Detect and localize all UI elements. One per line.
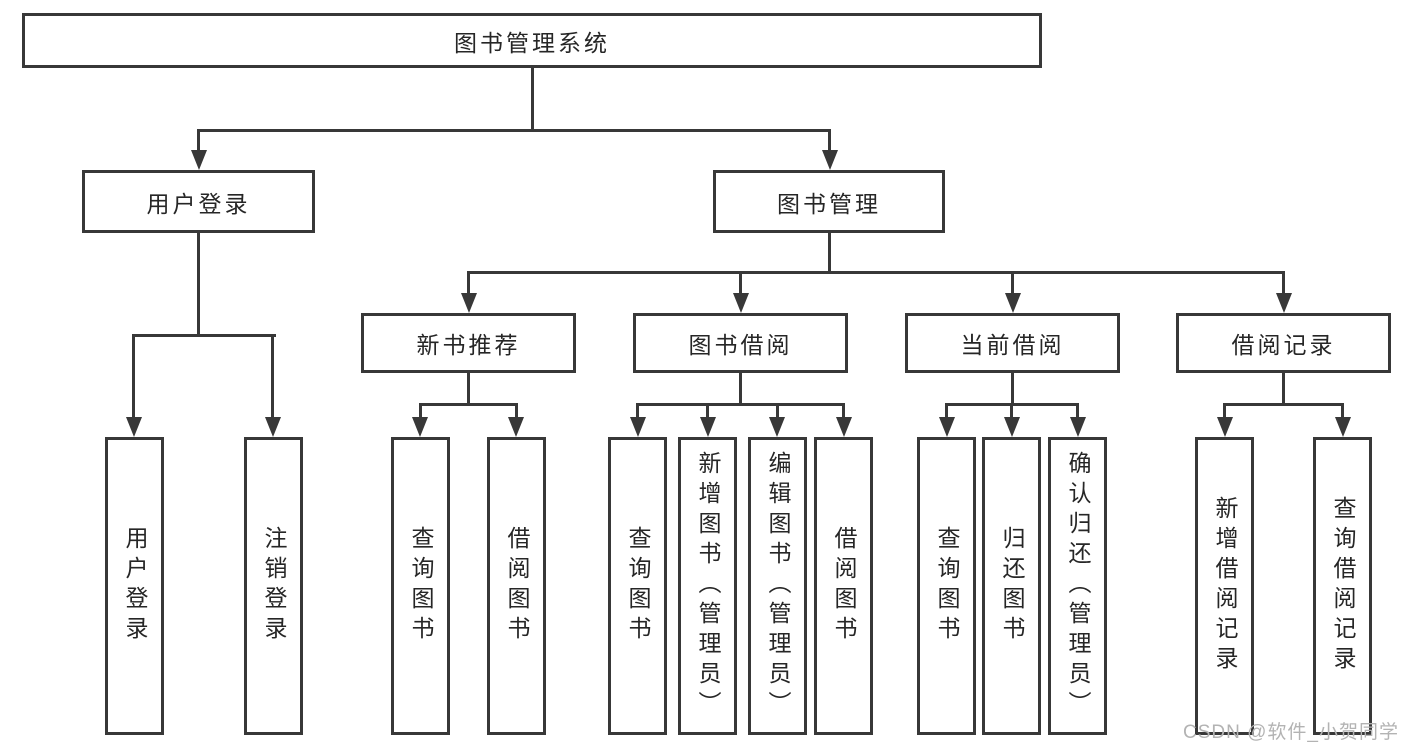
leaf-logout-login-label: 注销登录 — [261, 526, 287, 646]
connector-arrowhead — [769, 417, 785, 437]
connector-line — [1341, 403, 1344, 419]
leaf-edit-book-admin: 编辑图书（管理员） — [748, 437, 807, 735]
connector-arrowhead — [1005, 293, 1021, 313]
leaf-add-borrow-record: 新增借阅记录 — [1195, 437, 1254, 735]
leaf-borrow-books: 借阅图书 — [814, 437, 873, 735]
connector-arrowhead — [1276, 293, 1292, 313]
node-root-label: 图书管理系统 — [454, 29, 610, 56]
connector-line — [776, 403, 779, 419]
connector-arrowhead — [1004, 417, 1020, 437]
connector-line — [739, 271, 742, 295]
leaf-add-book-admin-label: 新增图书（管理员） — [695, 451, 721, 721]
node-book-borrow-label: 图书借阅 — [688, 332, 793, 358]
connector-line — [467, 371, 470, 406]
connector-arrowhead — [822, 150, 838, 170]
leaf-return-book: 归还图书 — [982, 437, 1041, 735]
node-borrow-records: 借阅记录 — [1176, 313, 1391, 373]
leaf-borrow-books-recommend: 借阅图书 — [487, 437, 546, 735]
leaf-borrow-books-label: 借阅图书 — [831, 526, 857, 646]
connector-arrowhead — [700, 417, 716, 437]
connector-arrowhead — [265, 417, 281, 437]
node-borrow-records-label: 借阅记录 — [1231, 332, 1336, 358]
connector-arrowhead — [939, 417, 955, 437]
node-book-management: 图书管理 — [713, 170, 945, 233]
connector-line — [842, 403, 845, 419]
leaf-query-books-borrow: 查询图书 — [608, 437, 667, 735]
connector-arrowhead — [461, 293, 477, 313]
connector-arrowhead — [412, 417, 428, 437]
leaf-borrow-books-recommend-label: 借阅图书 — [504, 526, 530, 646]
node-user-login-label: 用户登录 — [146, 190, 251, 217]
connector-line — [1223, 403, 1226, 419]
leaf-query-books-current-label: 查询图书 — [934, 526, 960, 646]
connector-line — [1282, 271, 1285, 295]
connector-line — [531, 66, 534, 131]
connector-arrowhead — [836, 417, 852, 437]
connector-line — [467, 271, 1285, 274]
connector-arrowhead — [1070, 417, 1086, 437]
leaf-query-books-recommend: 查询图书 — [391, 437, 450, 735]
node-current-borrow: 当前借阅 — [905, 313, 1120, 373]
connector-line — [1076, 403, 1079, 419]
connector-line — [636, 403, 845, 406]
connector-arrowhead — [508, 417, 524, 437]
connector-arrowhead — [191, 150, 207, 170]
connector-line — [419, 403, 518, 406]
node-book-borrow: 图书借阅 — [633, 313, 848, 373]
connector-arrowhead — [733, 293, 749, 313]
leaf-query-borrow-record: 查询借阅记录 — [1313, 437, 1372, 735]
connector-line — [1010, 403, 1013, 419]
connector-line — [828, 232, 831, 273]
leaf-query-borrow-record-label: 查询借阅记录 — [1330, 496, 1356, 676]
node-book-management-label: 图书管理 — [777, 190, 881, 217]
connector-line — [1011, 371, 1014, 406]
connector-line — [197, 232, 200, 336]
connector-line — [197, 129, 200, 152]
leaf-confirm-return-admin-label: 确认归还（管理员） — [1065, 451, 1091, 721]
node-new-book-recommend: 新书推荐 — [361, 313, 576, 373]
leaf-query-books-recommend-label: 查询图书 — [408, 526, 434, 646]
connector-line — [132, 334, 276, 337]
leaf-add-borrow-record-label: 新增借阅记录 — [1212, 496, 1238, 676]
leaf-query-books-borrow-label: 查询图书 — [625, 526, 651, 646]
node-user-login: 用户登录 — [82, 170, 315, 233]
connector-arrowhead — [630, 417, 646, 437]
connector-arrowhead — [1335, 417, 1351, 437]
connector-line — [1282, 371, 1285, 406]
connector-line — [706, 403, 709, 419]
node-current-borrow-label: 当前借阅 — [960, 332, 1065, 358]
leaf-confirm-return-admin: 确认归还（管理员） — [1048, 437, 1107, 735]
leaf-user-login-label: 用户登录 — [122, 526, 148, 646]
leaf-edit-book-admin-label: 编辑图书（管理员） — [765, 451, 791, 721]
node-root: 图书管理系统 — [22, 13, 1042, 68]
leaf-return-book-label: 归还图书 — [999, 526, 1025, 646]
connector-arrowhead — [1217, 417, 1233, 437]
leaf-user-login: 用户登录 — [105, 437, 164, 735]
connector-line — [271, 334, 274, 419]
connector-line — [467, 271, 470, 295]
connector-line — [1223, 403, 1344, 406]
connector-line — [828, 129, 831, 152]
connector-line — [636, 403, 639, 419]
leaf-logout-login: 注销登录 — [244, 437, 303, 735]
connector-line — [515, 403, 518, 419]
connector-arrowhead — [126, 417, 142, 437]
node-new-book-recommend-label: 新书推荐 — [416, 332, 521, 358]
csdn-watermark: CSDN @软件_小贺同学 — [1183, 722, 1399, 743]
connector-line — [945, 403, 948, 419]
connector-line — [1011, 271, 1014, 295]
connector-line — [739, 371, 742, 406]
connector-line — [197, 129, 831, 132]
leaf-add-book-admin: 新增图书（管理员） — [678, 437, 737, 735]
connector-line — [419, 403, 422, 419]
connector-line — [132, 334, 135, 419]
leaf-query-books-current: 查询图书 — [917, 437, 976, 735]
